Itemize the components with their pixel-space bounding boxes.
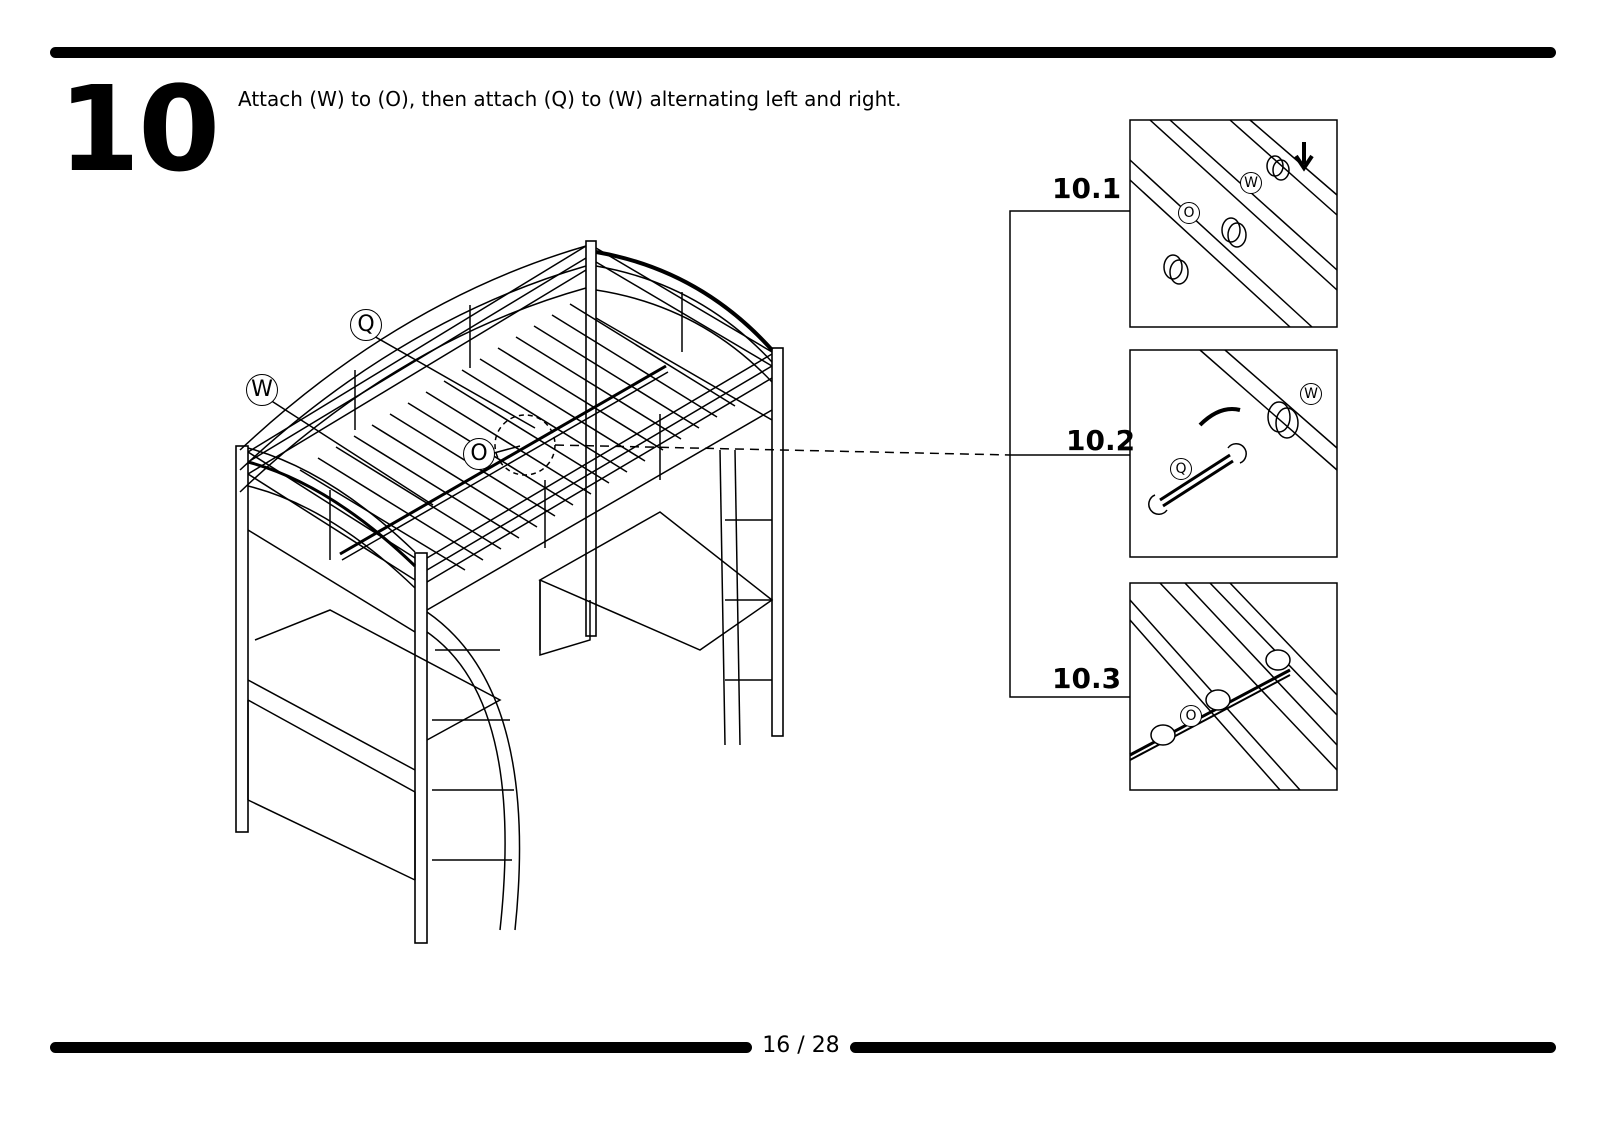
detail-10-2-part-w: W <box>1300 383 1322 405</box>
page-number: 16 / 28 <box>762 1033 840 1058</box>
callout-part-o: O <box>463 438 495 470</box>
center-support-bar <box>339 364 669 561</box>
detail-bracket <box>1009 210 1130 698</box>
detail-10-2-part-q: Q <box>1170 458 1192 480</box>
detail-label-10-1: 10.1 <box>1052 172 1122 205</box>
detail-10-1-part-w: W <box>1240 172 1262 194</box>
detail-view-10-3 <box>1129 582 1338 791</box>
bed-slats <box>299 303 736 571</box>
callout-o-leader <box>493 445 521 454</box>
detail-label-10-2: 10.2 <box>1066 424 1136 457</box>
detail-10-3-part-o: O <box>1180 705 1202 727</box>
dashed-leader-line <box>554 444 1011 456</box>
bed-rails <box>247 245 773 633</box>
top-rule <box>50 47 1556 58</box>
bottom-rule-left <box>50 1042 752 1053</box>
bottom-rule-right <box>850 1042 1556 1053</box>
bed-posts <box>235 240 784 944</box>
step-number: 10 <box>58 60 220 198</box>
detail-label-10-3: 10.3 <box>1052 662 1122 695</box>
callout-w-leader <box>269 399 434 506</box>
ladder <box>426 611 521 931</box>
step-instruction: Attach (W) to (O), then attach (Q) to (W… <box>238 87 902 111</box>
detail-view-10-1 <box>1129 119 1338 328</box>
detail-view-10-2 <box>1129 349 1338 558</box>
guard-rail-balusters <box>329 292 683 560</box>
callout-part-q: Q <box>350 309 382 341</box>
callout-q-leader <box>371 334 536 429</box>
callout-part-w: W <box>246 374 278 406</box>
desk-shelves <box>247 449 774 881</box>
guard-rail-arcs <box>239 245 774 589</box>
detail-10-1-part-o: O <box>1178 202 1200 224</box>
loft-bed-drawing <box>235 240 1011 944</box>
